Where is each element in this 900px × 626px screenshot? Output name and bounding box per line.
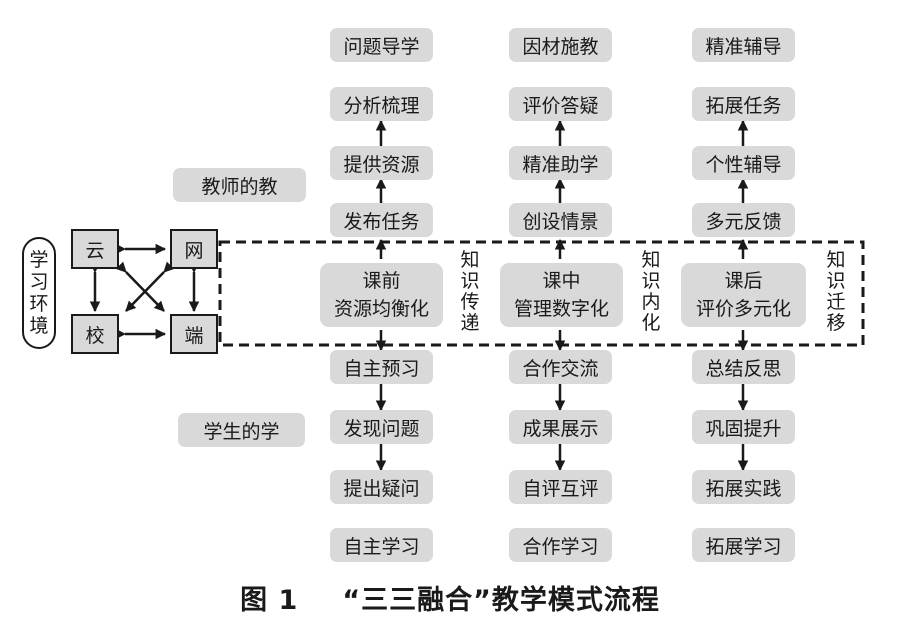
knowledge-internalize-label: 知识内化 [641, 249, 661, 334]
student-learning-label: 学生的学 [178, 413, 305, 447]
learning-environment-text: 学习环境 [29, 249, 49, 337]
pre-student-step-2: 发现问题 [330, 410, 433, 444]
phase-mid-subtitle: 管理数字化 [513, 298, 609, 320]
post-student-step-1: 总结反思 [692, 350, 795, 384]
mid-teacher-step-3: 精准助学 [509, 146, 612, 180]
environment-connectors [89, 243, 200, 340]
mid-teacher-step-4: 创设情景 [509, 203, 612, 237]
mid-student-step-1: 合作交流 [509, 350, 612, 384]
teacher-arrows [375, 119, 749, 259]
env-node-network: 网 [170, 229, 218, 269]
post-student-step-3: 拓展实践 [692, 470, 795, 504]
post-teacher-step-2: 拓展任务 [692, 87, 795, 121]
pre-student-step-4: 自主学习 [330, 528, 433, 562]
post-teacher-step-3: 个性辅导 [692, 146, 795, 180]
figure-title: “三三融合”教学模式流程 [342, 585, 660, 616]
mid-teacher-step-2: 评价答疑 [509, 87, 612, 121]
phase-post-class: 课后 评价多元化 [681, 263, 806, 327]
env-node-terminal: 端 [170, 314, 218, 354]
phase-mid-title: 课中 [542, 270, 581, 292]
phase-pre-title: 课前 [362, 270, 401, 292]
mid-student-step-2: 成果展示 [509, 410, 612, 444]
figure-number: 图 1 [240, 585, 299, 616]
mid-teacher-step-1: 因材施教 [509, 28, 612, 62]
knowledge-transfer-label: 知识传递 [460, 249, 480, 334]
post-teacher-step-4: 多元反馈 [692, 203, 795, 237]
pre-teacher-step-1: 问题导学 [330, 28, 433, 62]
pre-teacher-step-3: 提供资源 [330, 146, 433, 180]
teacher-teaching-label: 教师的教 [173, 168, 306, 202]
pre-student-step-3: 提出疑问 [330, 470, 433, 504]
learning-environment-label: 学习环境 [22, 237, 56, 349]
mid-student-step-4: 合作学习 [509, 528, 612, 562]
post-student-step-2: 巩固提升 [692, 410, 795, 444]
knowledge-migrate-label: 知识迁移 [826, 249, 846, 334]
post-teacher-step-1: 精准辅导 [692, 28, 795, 62]
mid-student-step-3: 自评互评 [509, 470, 612, 504]
env-node-school: 校 [71, 314, 119, 354]
pre-student-step-1: 自主预习 [330, 350, 433, 384]
phase-in-class: 课中 管理数字化 [500, 263, 623, 327]
phase-post-title: 课后 [724, 270, 763, 292]
phase-pre-subtitle: 资源均衡化 [333, 298, 429, 320]
pre-teacher-step-4: 发布任务 [330, 203, 433, 237]
env-node-cloud: 云 [71, 229, 119, 269]
pre-teacher-step-2: 分析梳理 [330, 87, 433, 121]
phase-band-dashed [218, 240, 865, 347]
figure-caption: 图 1 “三三融合”教学模式流程 [0, 578, 900, 617]
phase-pre-class: 课前 资源均衡化 [320, 263, 443, 327]
phase-post-subtitle: 评价多元化 [695, 298, 791, 320]
student-arrows [375, 330, 749, 472]
post-student-step-4: 拓展学习 [692, 528, 795, 562]
